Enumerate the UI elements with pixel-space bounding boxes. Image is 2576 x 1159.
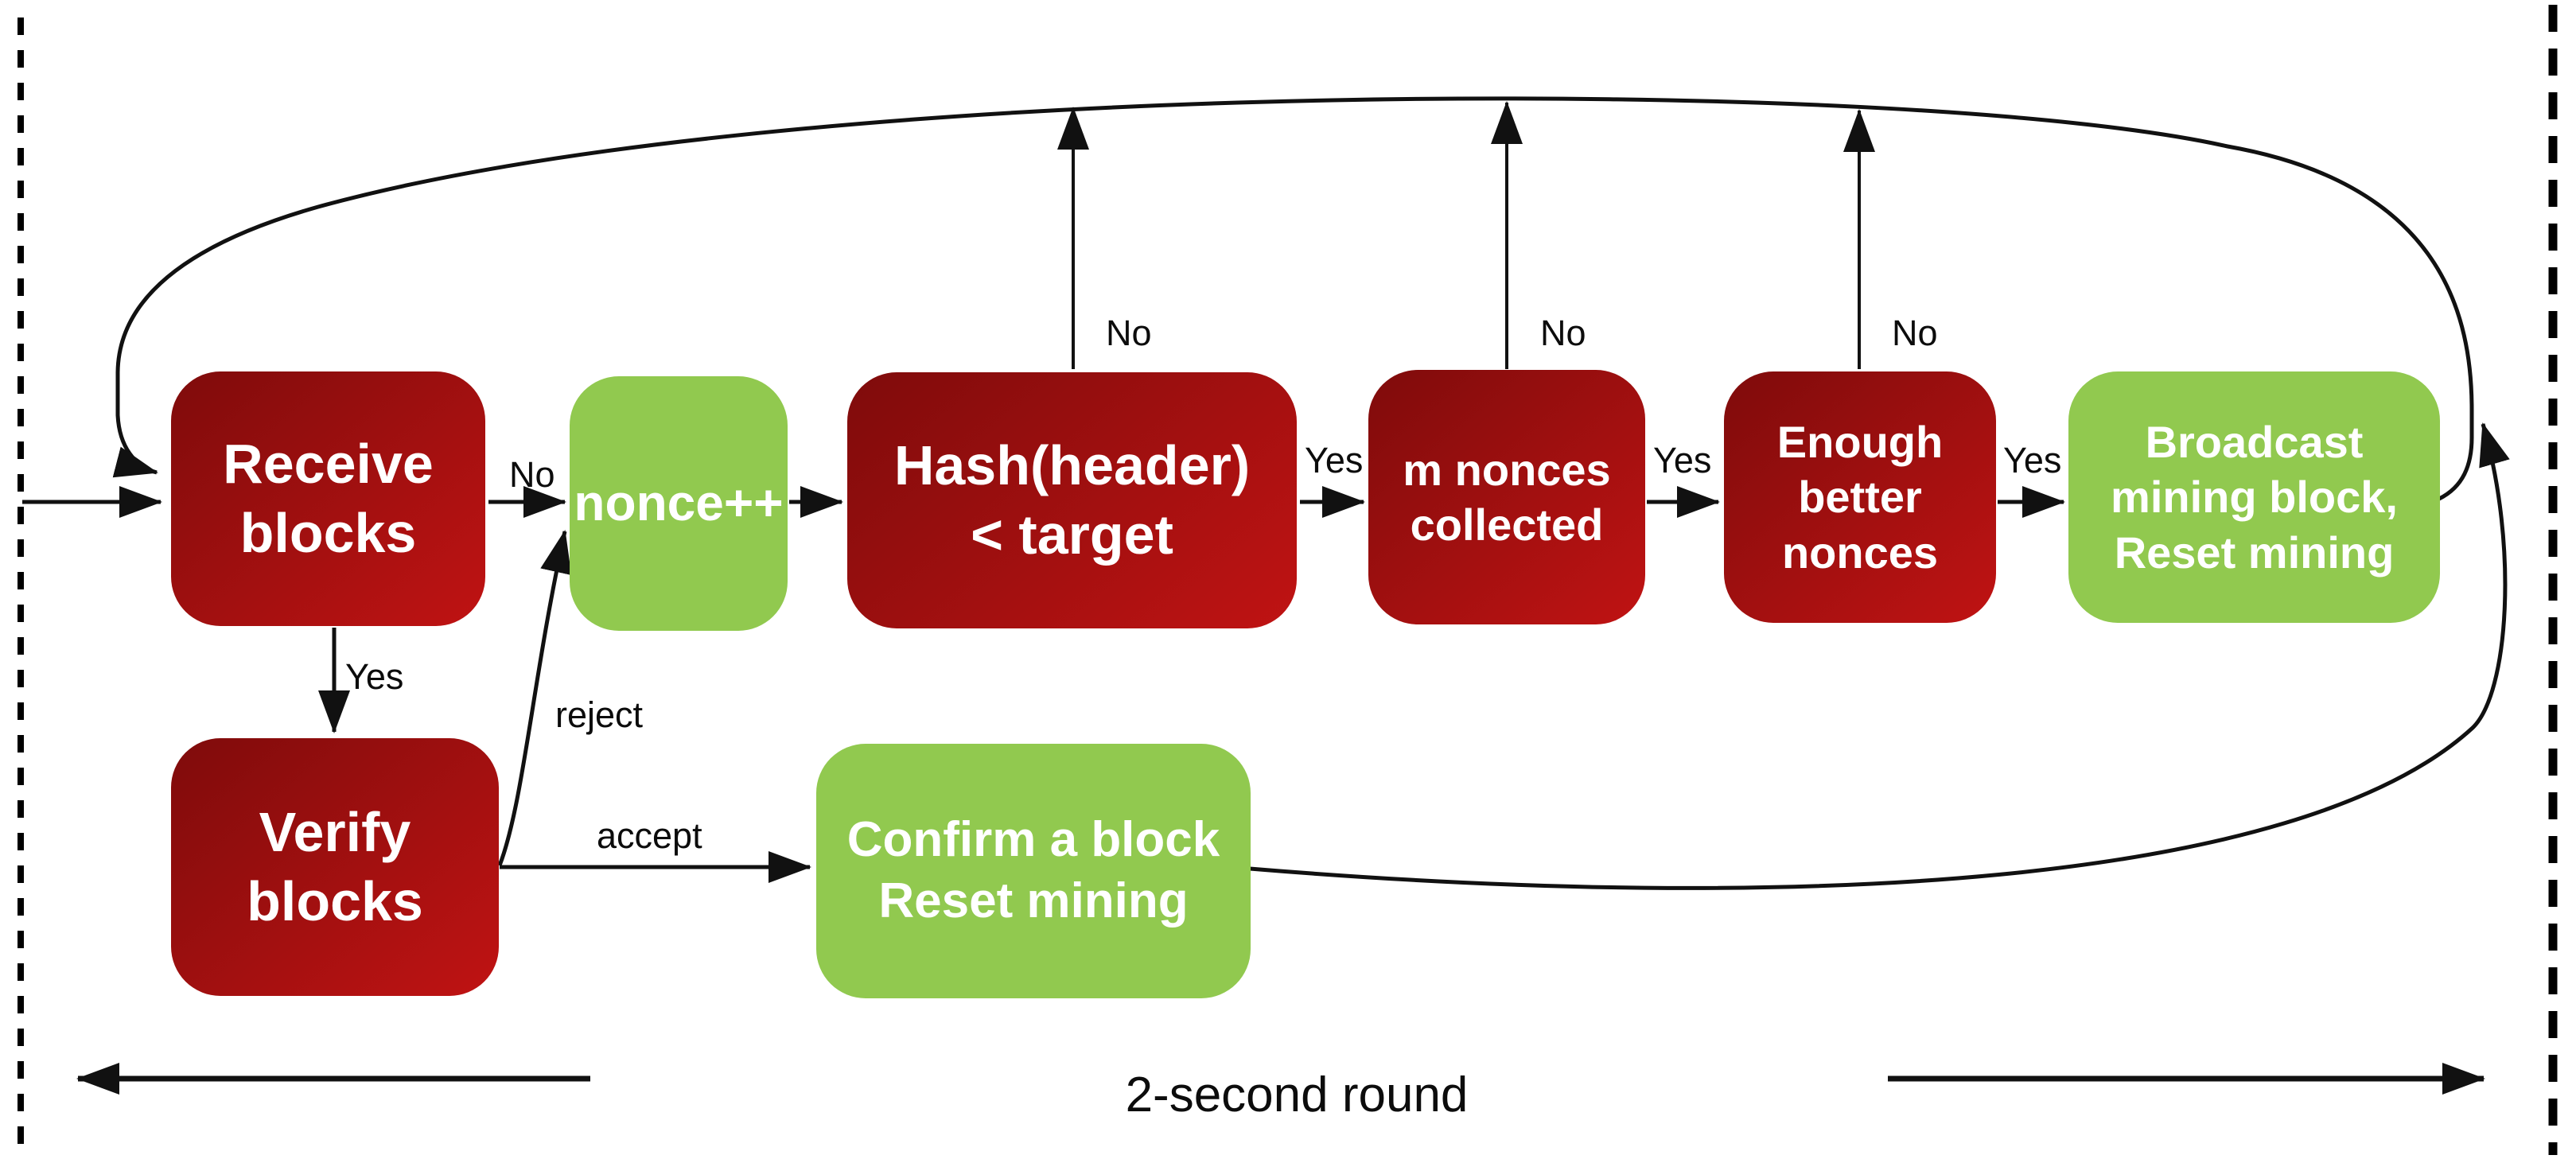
- edge-label-yes-mnonces: Yes: [1653, 440, 1712, 480]
- edge-label-accept: accept: [597, 815, 702, 856]
- loop-confirm-to-broadcast-junction: [1249, 422, 2510, 890]
- node-verify-line2: blocks: [247, 870, 423, 932]
- node-receive-blocks: Receive blocks: [171, 371, 485, 626]
- node-confirm-block: Confirm a block Reset mining: [816, 744, 1251, 998]
- node-confirm-line2: Reset mining: [878, 873, 1189, 928]
- node-m-nonces-collected: m nonces collected: [1368, 370, 1645, 624]
- node-mnonces-line1: m nonces: [1403, 444, 1611, 495]
- node-enough-better-nonces: Enough better nonces: [1724, 371, 1996, 623]
- node-broadcast-line1: Broadcast: [2145, 416, 2364, 467]
- node-receive-line2: blocks: [239, 502, 417, 564]
- edge-label-no-mnonces-top: No: [1540, 313, 1586, 353]
- node-hash-line2: < target: [971, 504, 1173, 566]
- node-verify-line1: Verify: [259, 801, 411, 864]
- node-enough-line1: Enough: [1776, 416, 1944, 467]
- edge-label-no-hash-top: No: [1106, 313, 1152, 353]
- node-confirm-line1: Confirm a block: [846, 812, 1220, 868]
- node-receive-line1: Receive: [223, 433, 434, 496]
- edge-label-yes-enough: Yes: [2003, 440, 2062, 480]
- node-broadcast-line3: Reset mining: [2114, 527, 2395, 578]
- edge-label-yes-hash: Yes: [1305, 440, 1364, 480]
- node-hash-line1: Hash(header): [893, 434, 1251, 497]
- node-nonce-increment: nonce++: [570, 376, 788, 631]
- node-hash-check: Hash(header) < target: [847, 372, 1297, 628]
- arrow-verify-reject-nonce: [497, 530, 572, 866]
- node-mnonces-line2: collected: [1410, 500, 1604, 550]
- node-broadcast-line2: mining block,: [2111, 472, 2398, 523]
- node-enough-line3: nonces: [1781, 527, 1939, 578]
- node-verify-blocks: Verify blocks: [171, 738, 499, 996]
- edge-label-no-enough-top: No: [1892, 313, 1938, 353]
- node-nonce-line1: nonce++: [574, 474, 784, 532]
- edge-label-yes-verify: Yes: [345, 656, 404, 697]
- loop-broadcast-to-receive: [112, 96, 2474, 501]
- node-enough-line2: better: [1798, 472, 1922, 523]
- edge-label-reject: reject: [555, 694, 644, 735]
- round-duration-caption: 2-second round: [1125, 1068, 1469, 1122]
- node-broadcast-mining-block: Broadcast mining block, Reset mining: [2068, 371, 2440, 623]
- edge-label-no-receive: No: [509, 454, 555, 495]
